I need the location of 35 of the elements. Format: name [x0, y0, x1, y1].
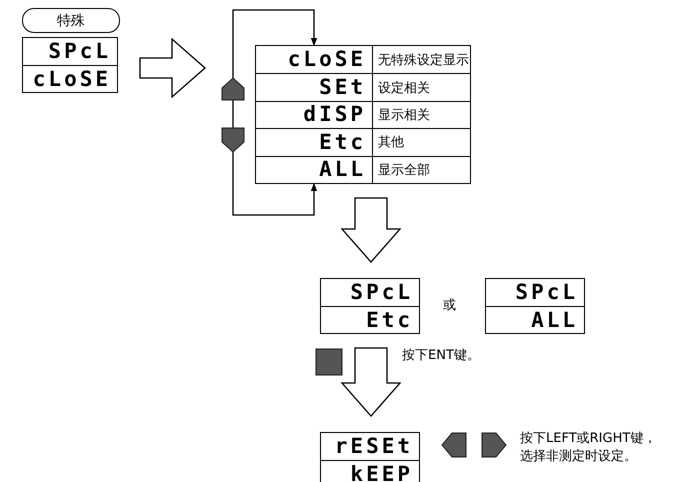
option-row — [256, 100, 470, 128]
display-readout: ALL — [486, 306, 584, 333]
display-readout: kEEP — [321, 460, 419, 482]
display-readout: SEt — [256, 74, 373, 101]
option-table — [255, 45, 471, 184]
display-readout: rESEt — [334, 433, 414, 460]
display-readout: dISP — [256, 102, 373, 128]
display-readout: SPcL — [349, 279, 414, 306]
block-arrow — [340, 347, 402, 417]
option-description: 其他 — [377, 134, 405, 152]
display-readout: Etc — [256, 129, 373, 156]
display-readout: cLoSE — [256, 46, 373, 74]
option-row — [256, 128, 470, 156]
connector-word: 或 — [443, 297, 457, 315]
lcd-display — [485, 278, 585, 334]
display-readout: ALL — [256, 156, 373, 183]
option-description: 无特殊设定显示 — [377, 52, 470, 70]
display-readout: cLoSE — [23, 65, 117, 92]
option-row — [256, 156, 470, 183]
block-arrow — [139, 38, 206, 98]
option-description: 显示全部 — [377, 162, 431, 180]
display-readout: SPcL — [514, 279, 579, 306]
display-readout: SPcL — [47, 38, 112, 65]
lcd-display — [320, 432, 420, 482]
instruction-note: 按下LEFT或RIGHT键，选择非测定时设定。 — [520, 430, 658, 466]
option-description: 显示相关 — [377, 106, 431, 125]
instruction-note: 按下ENT键。 — [402, 347, 481, 365]
mode-tab: 特殊 — [22, 8, 120, 33]
cycle-arrow — [232, 9, 318, 216]
display-readout: Etc — [321, 306, 419, 333]
lcd-display — [320, 278, 420, 334]
option-row — [256, 73, 470, 101]
block-arrow — [340, 197, 402, 263]
option-description: 设定相关 — [377, 80, 431, 98]
lcd-display — [22, 37, 118, 93]
